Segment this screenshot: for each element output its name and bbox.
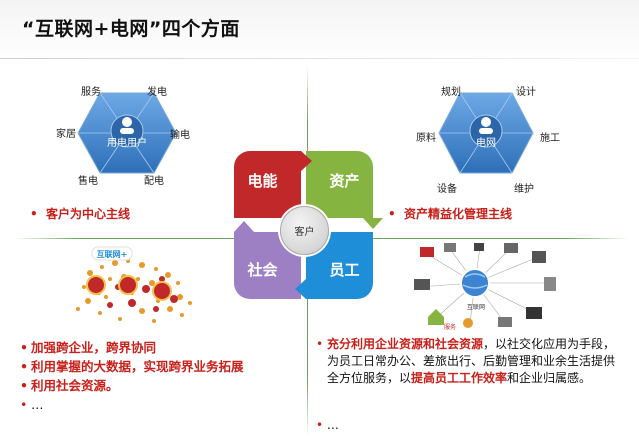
- node-service: 服务: [81, 87, 101, 98]
- left-bullet-1: 加强跨企业，跨界协同: [20, 338, 244, 357]
- laptop-icon: [414, 279, 430, 290]
- devices-bottom-label: 服务: [444, 323, 456, 331]
- right-lead: 充分利用企业资源和社会资源: [327, 337, 484, 351]
- arrow-power: [301, 151, 312, 171]
- customer-circle: 客户: [280, 206, 329, 255]
- consumer-hub-label: 用电用户: [107, 136, 147, 149]
- right-part1: ，以社交化应用为手段，为员工日常办公、差旅出行、后勤管理和业余生活提供全方位服务…: [327, 337, 616, 385]
- arrow-asset: [363, 218, 383, 229]
- internet-plus-badge: 互联网+: [97, 249, 128, 259]
- node-materials: 原料: [416, 133, 436, 144]
- right-highlight: 提高员工工作效率: [411, 371, 508, 385]
- user-icon: [481, 117, 491, 127]
- grid-hub-label: 电网: [476, 136, 496, 149]
- connected-devices-graphic: 互联网 服务: [414, 243, 556, 331]
- arrow-staff: [295, 279, 306, 299]
- node-transmission: 输电: [170, 130, 190, 141]
- header-band: [0, 0, 639, 62]
- right-ellipsis: …: [316, 418, 339, 432]
- left-bullet-2: 利用掌握的大数据，实现跨界业务拓展: [20, 357, 244, 376]
- node-design: 设计: [516, 87, 536, 98]
- node-planning: 规划: [441, 87, 461, 98]
- left-bullet-list: 加强跨企业，跨界协同 利用掌握的大数据，实现跨界业务拓展 利用社会资源。 …: [20, 338, 244, 414]
- user-icon: [122, 117, 132, 127]
- node-home: 家居: [56, 129, 76, 140]
- node-equipment: 设备: [437, 184, 457, 195]
- node-maintenance: 维护: [514, 184, 534, 195]
- asset-mainline: • 资产精益化管理主线: [388, 207, 513, 221]
- arrow-social: [234, 221, 254, 232]
- node-generation: 发电: [147, 87, 167, 98]
- right-part2: 和企业归属感。: [507, 371, 592, 385]
- title-divider: [0, 58, 639, 59]
- left-bullet-3: 利用社会资源。: [20, 376, 244, 395]
- consumer-hexagon: 用电用户: [77, 92, 177, 174]
- left-bullet-4: …: [20, 395, 244, 414]
- tile-power: 电能: [234, 151, 301, 218]
- grid-hexagon: 电网: [438, 92, 534, 174]
- node-distribution: 配电: [144, 176, 164, 187]
- devices-label: 互联网: [467, 303, 485, 311]
- tile-asset: 资产: [306, 151, 373, 218]
- globe-icon: [460, 268, 490, 298]
- right-paragraph: 充分利用企业资源和社会资源，以社交化应用为手段，为员工日常办公、差旅出行、后勤管…: [316, 336, 616, 387]
- internet-plus-graphic: 互联网+: [76, 246, 192, 323]
- node-sales: 售电: [78, 176, 98, 187]
- tile-social: 社会: [234, 232, 301, 299]
- slide-title: “互联网+电网”四个方面: [22, 18, 240, 40]
- node-construction: 施工: [540, 133, 560, 144]
- customer-mainline: • 客户为中心主线: [30, 207, 131, 221]
- house-icon: [428, 309, 444, 325]
